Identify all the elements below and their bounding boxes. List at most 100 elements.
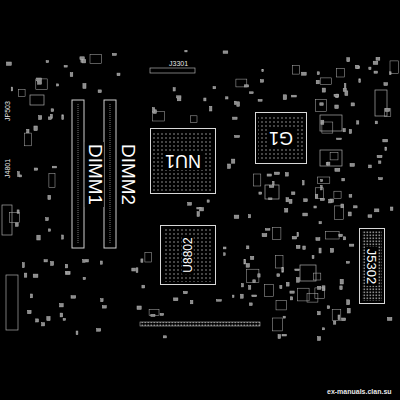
smd-part — [269, 186, 273, 188]
smd-part — [83, 84, 86, 89]
smd-part — [207, 200, 209, 202]
smd-part — [302, 72, 307, 75]
smd-part — [66, 272, 69, 274]
smd-part — [304, 199, 308, 202]
smd-part — [275, 256, 283, 268]
smd-part — [292, 236, 296, 239]
smd-part — [65, 271, 70, 274]
smd-part — [374, 71, 378, 73]
smd-part — [65, 264, 67, 268]
smd-part — [265, 229, 270, 231]
smd-part — [112, 53, 116, 55]
connector-designator: J4801 — [4, 158, 11, 179]
smd-part — [197, 212, 200, 217]
smd-part — [185, 50, 187, 52]
smd-part — [62, 115, 64, 120]
smd-part — [177, 96, 181, 98]
smd-part — [258, 99, 262, 101]
smd-part — [48, 229, 50, 231]
smd-part — [34, 126, 37, 131]
connector-designator: J3301 — [168, 60, 189, 67]
smd-part — [269, 198, 272, 200]
smd-part — [350, 163, 354, 166]
smd-part — [334, 191, 341, 198]
smd-part — [24, 273, 27, 277]
smd-part — [102, 306, 106, 309]
smd-part — [282, 268, 284, 273]
smd-part — [286, 198, 289, 202]
component-outline: G1 — [255, 112, 307, 164]
smd-part — [241, 294, 244, 298]
smd-part — [322, 88, 325, 92]
smd-part — [204, 98, 206, 101]
smd-part — [320, 103, 323, 106]
smd-part — [37, 235, 40, 240]
smd-part — [390, 207, 393, 210]
smd-part — [47, 317, 50, 321]
smd-part — [285, 209, 288, 213]
smd-part — [290, 297, 292, 300]
smd-part — [90, 55, 102, 64]
smd-part — [387, 317, 392, 320]
smd-part — [343, 237, 345, 240]
smd-part — [76, 331, 78, 335]
smd-part — [60, 304, 64, 307]
smd-part — [336, 68, 344, 77]
smd-part — [390, 61, 399, 74]
smd-part — [379, 161, 381, 164]
smd-part — [334, 321, 336, 324]
smd-part — [385, 109, 390, 112]
smd-part — [49, 174, 55, 188]
smd-part — [244, 85, 248, 87]
smd-part — [292, 192, 295, 195]
smd-part — [63, 318, 65, 320]
smd-part — [242, 284, 244, 287]
smd-part — [316, 100, 327, 112]
smd-part — [349, 244, 354, 246]
smd-part — [385, 109, 391, 117]
smd-part — [24, 133, 31, 146]
smd-part — [330, 248, 333, 252]
smd-part — [290, 291, 294, 293]
smd-part — [273, 318, 283, 331]
smd-part — [137, 306, 141, 309]
smd-part — [64, 65, 67, 67]
smd-part — [252, 295, 257, 297]
smd-part — [283, 316, 285, 318]
smd-part — [312, 255, 314, 258]
smd-part — [174, 298, 178, 301]
part-designator: J5302 — [366, 246, 379, 285]
smd-part — [303, 213, 308, 216]
smd-part — [197, 207, 201, 209]
smd-part — [173, 88, 175, 91]
smd-part — [142, 285, 145, 288]
smd-part — [217, 300, 222, 302]
smd-part — [249, 215, 251, 218]
smd-part — [369, 67, 371, 70]
smd-part — [260, 80, 263, 83]
smd-part — [316, 238, 320, 241]
smd-part — [298, 288, 310, 301]
smd-part — [51, 109, 54, 112]
smd-part — [48, 195, 51, 199]
smd-part — [321, 180, 323, 182]
smd-part — [101, 299, 103, 302]
smd-part — [251, 256, 254, 259]
smd-part — [191, 116, 197, 123]
smd-part — [349, 195, 352, 198]
smd-part — [303, 181, 305, 185]
smd-part — [247, 246, 249, 249]
component-outline: J5302 — [359, 228, 385, 304]
smd-part — [280, 285, 282, 288]
smd-part — [340, 279, 343, 284]
smd-part — [318, 337, 321, 341]
part-designator: DIMM2 — [118, 142, 137, 207]
smd-part — [30, 294, 32, 298]
smd-part — [319, 222, 321, 224]
smd-part — [347, 308, 350, 313]
smd-part — [320, 78, 331, 85]
connector-designator: JP503 — [4, 100, 11, 122]
smd-part — [17, 210, 19, 213]
smd-part — [234, 215, 239, 218]
smd-part — [379, 178, 383, 180]
